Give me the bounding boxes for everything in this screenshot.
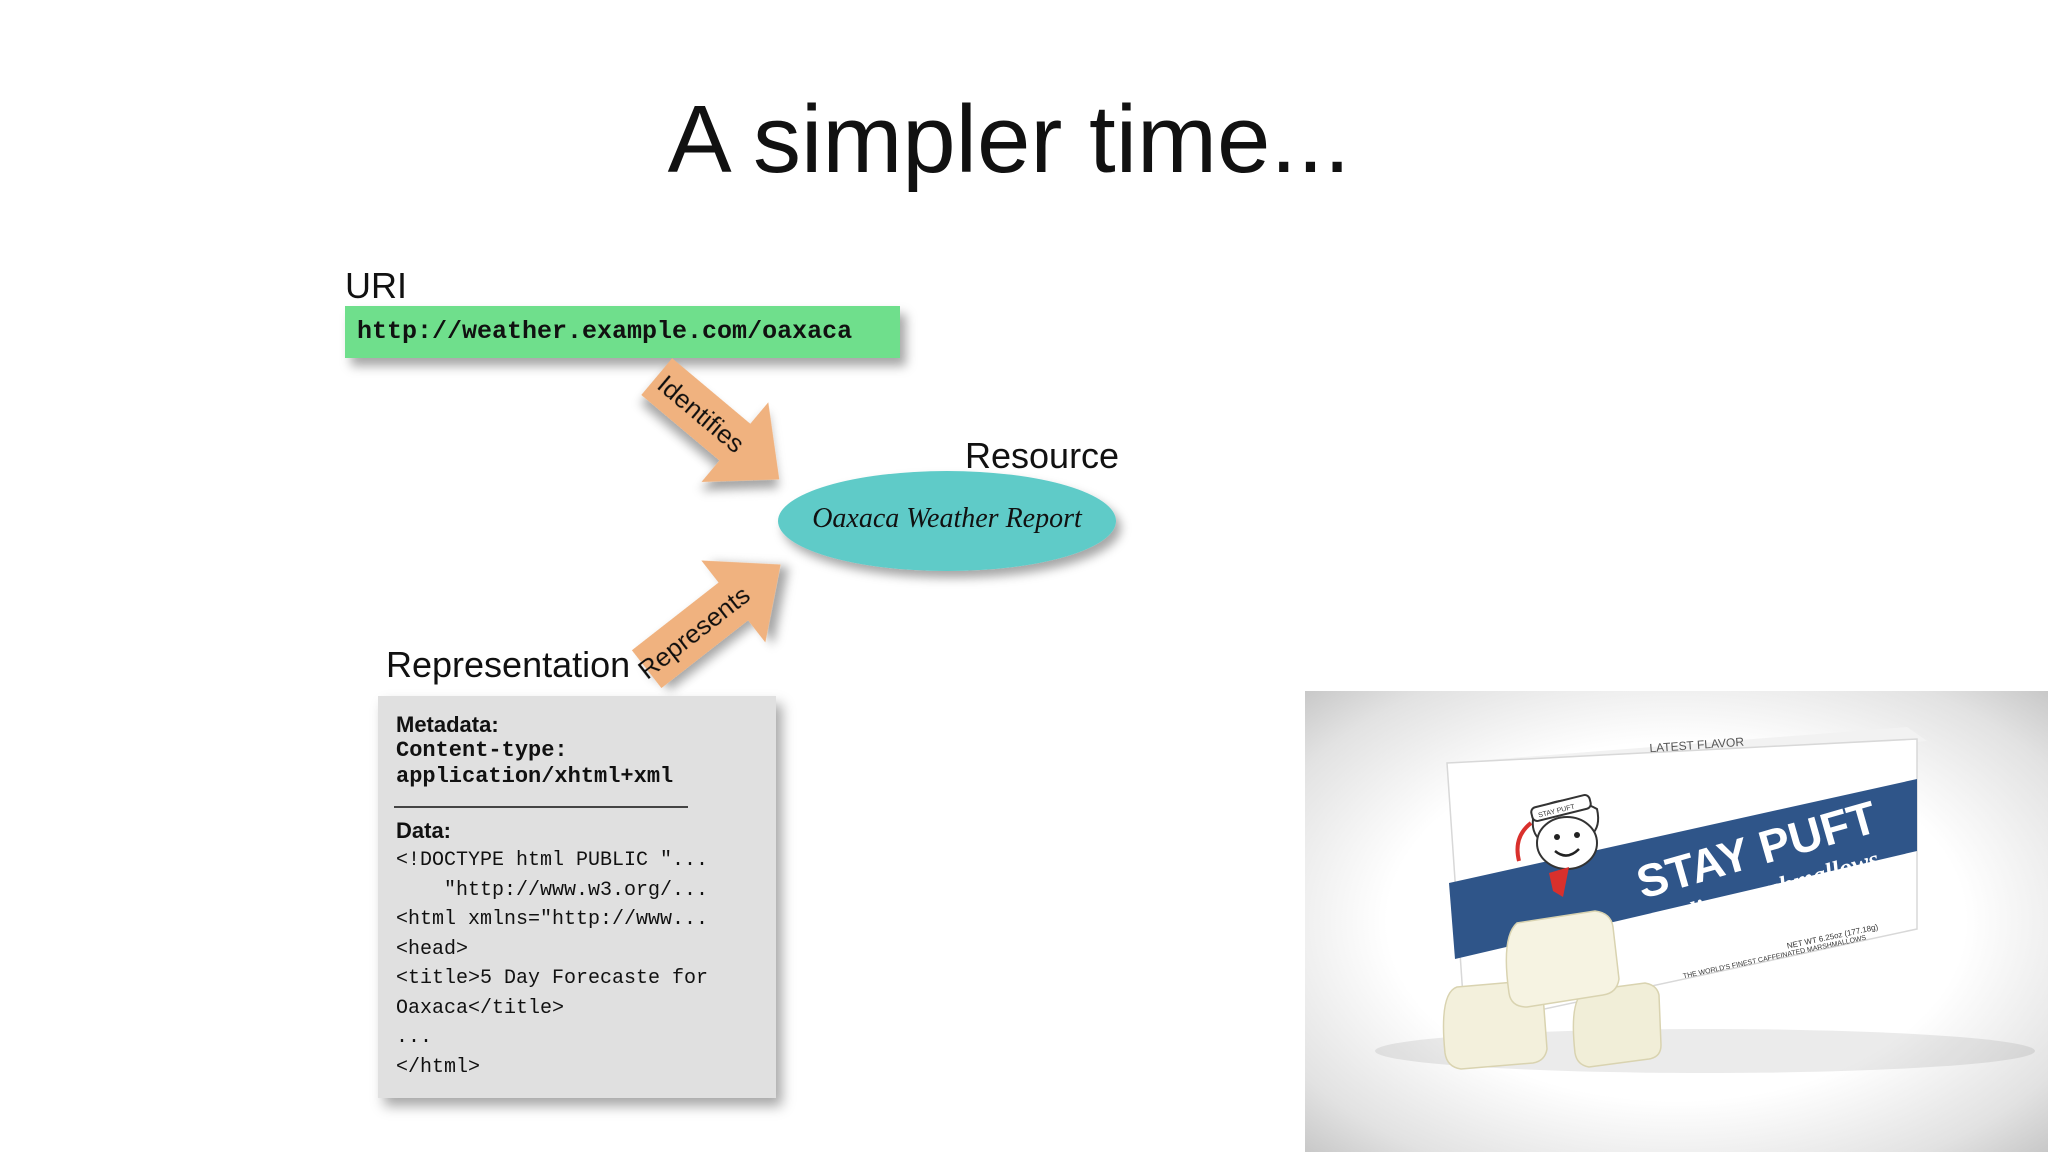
code-line: ... [396,1023,758,1053]
representation-box: Metadata: Content-type: application/xhtm… [378,696,776,1098]
code-line: <html xmlns="http://www... [396,905,758,935]
code-line: <title>5 Day Forecaste for [396,964,758,994]
resource-label: Resource [965,438,1119,474]
identifies-arrow: Identifies [623,337,812,520]
metadata-line: Content-type: [396,738,758,764]
marshmallow-box-photo: LATEST FLAVOR STAY PUFT STAY PUFT qualit… [1305,691,2048,1152]
metadata-divider [394,806,688,808]
represents-arrow: Represents [610,524,813,715]
code-line: </html> [396,1053,758,1083]
representation-label: Representation [386,647,630,683]
resource-name: Oaxaca Weather Report [780,503,1114,535]
code-line: Oaxaca</title> [396,994,758,1024]
marshmallow-illustration: LATEST FLAVOR STAY PUFT STAY PUFT qualit… [1305,691,2048,1152]
code-line: <head> [396,935,758,965]
represents-arrow-label: Represents [632,579,755,685]
metadata-heading: Metadata: [396,712,758,738]
code-line: <!DOCTYPE html PUBLIC "... [396,846,758,876]
data-heading: Data: [396,818,758,844]
code-line: "http://www.w3.org/... [396,876,758,906]
metadata-line: application/xhtml+xml [396,764,758,790]
